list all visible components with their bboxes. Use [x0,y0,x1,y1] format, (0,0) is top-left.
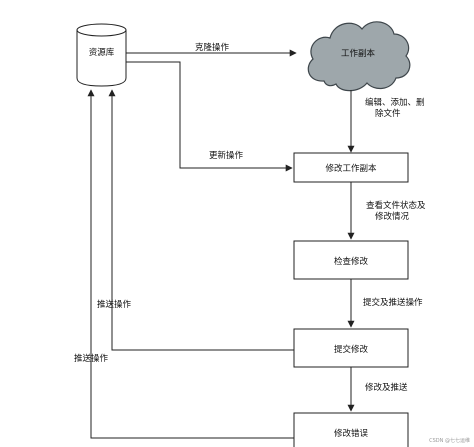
fix-push-edge: 修改及推送 [347,367,408,412]
modify-working-copy-node: 修改工作副本 [293,152,409,183]
view-label-line2: 修改情况 [375,211,410,222]
working-copy-cloud: 工作副本 [307,21,411,92]
check-modify-node: 检查修改 [293,240,409,280]
watermark: CSDN @七七运维 [429,437,470,444]
working-copy-label: 工作副本 [341,48,376,59]
update-edge: 更新操作 [126,61,293,172]
push-label-2: 推送操作 [74,353,109,364]
commit-modify-label: 提交修改 [334,344,369,355]
cloud-shape [307,21,411,92]
commit-push-edge: 提交及推送操作 [347,279,423,328]
modify-working-copy-label: 修改工作副本 [325,163,377,174]
push-edge-2: 推送操作 [74,89,294,439]
fix-push-label: 修改及推送 [365,382,408,393]
repository-label: 资源库 [89,47,115,58]
edit-label-line1: 编辑、添加、删 [365,97,425,108]
clone-edge: 克隆操作 [126,42,297,57]
fix-error-node: 修改错误 [293,412,409,447]
clone-label: 克隆操作 [195,42,230,53]
push-edge-1: 推送操作 [97,89,294,351]
repository-node: 资源库 [76,23,127,87]
view-status-edge: 查看文件状态及 修改情况 [347,182,426,240]
update-label: 更新操作 [209,150,244,161]
commit-push-label: 提交及推送操作 [363,297,423,308]
view-label-line1: 查看文件状态及 [366,200,426,211]
fix-error-label: 修改错误 [334,428,369,439]
edit-label-line2: 除文件 [375,108,401,119]
check-modify-label: 检查修改 [334,256,369,267]
commit-modify-node: 提交修改 [293,328,409,368]
push-label-1: 推送操作 [97,299,132,310]
edit-edge: 编辑、添加、删 除文件 [347,90,425,153]
